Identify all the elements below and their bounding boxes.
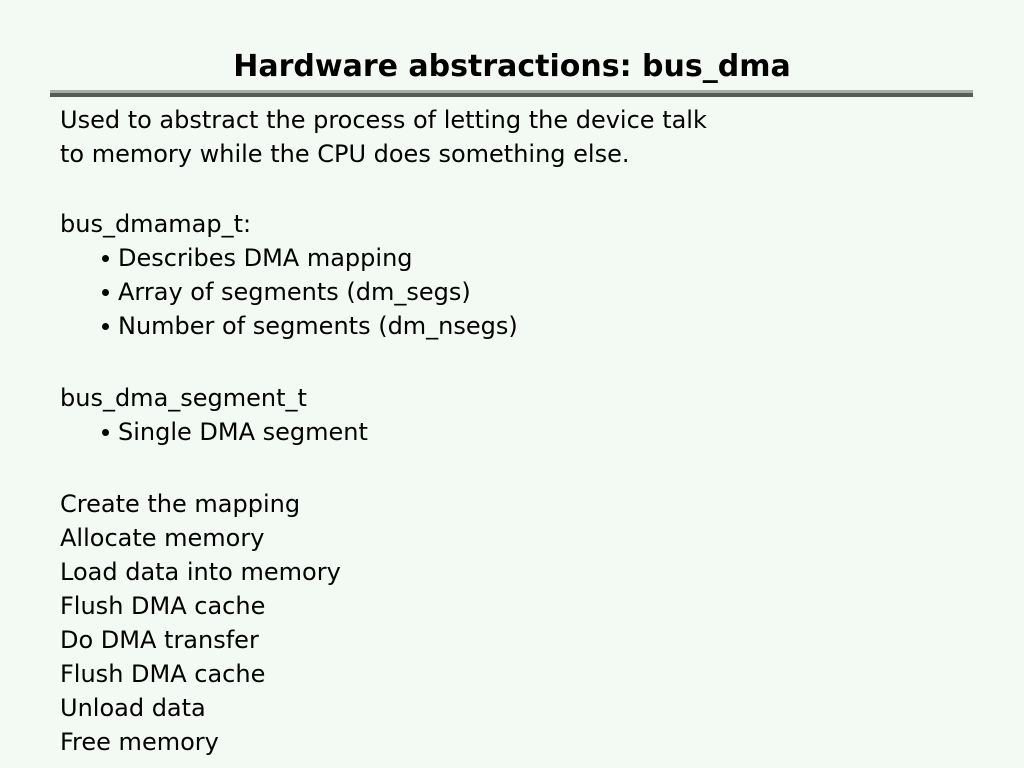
- page-title: Hardware abstractions: bus_dma: [233, 49, 791, 84]
- list-item-label: Describes DMA mapping: [118, 244, 413, 272]
- list-item: Number of segments (dm_nsegs): [60, 309, 980, 343]
- intro-text-line: to memory while the CPU does something e…: [60, 140, 630, 168]
- list-item: Single DMA segment: [60, 415, 980, 449]
- list-item: Describes DMA mapping: [60, 241, 980, 275]
- step-line: Free memory: [60, 728, 219, 756]
- section-heading-bus-dmamap-t: bus_dmamap_t:: [60, 210, 252, 238]
- bullet-icon: [102, 289, 109, 296]
- title-divider: [50, 90, 973, 97]
- intro-text-line: Used to abstract the process of letting …: [60, 106, 707, 134]
- bullet-icon: [102, 255, 109, 262]
- section-heading-bus-dma-segment-t: bus_dma_segment_t: [60, 384, 307, 412]
- bullet-icon: [102, 429, 109, 436]
- list-item-label: Single DMA segment: [118, 418, 368, 446]
- list-item: Array of segments (dm_segs): [60, 275, 980, 309]
- bullet-icon: [102, 323, 109, 330]
- list-item-label: Number of segments (dm_nsegs): [118, 312, 518, 340]
- step-line: Load data into memory: [60, 558, 341, 586]
- slide-body: Used to abstract the process of letting …: [60, 103, 980, 759]
- step-line: Create the mapping: [60, 490, 301, 518]
- list-item-label: Array of segments (dm_segs): [118, 278, 471, 306]
- step-line: Flush DMA cache: [60, 660, 266, 688]
- step-line: Do DMA transfer: [60, 626, 259, 654]
- steps-list: Create the mapping Allocate memory Load …: [60, 487, 980, 759]
- step-line: Flush DMA cache: [60, 592, 266, 620]
- step-line: Allocate memory: [60, 524, 265, 552]
- step-line: Unload data: [60, 694, 206, 722]
